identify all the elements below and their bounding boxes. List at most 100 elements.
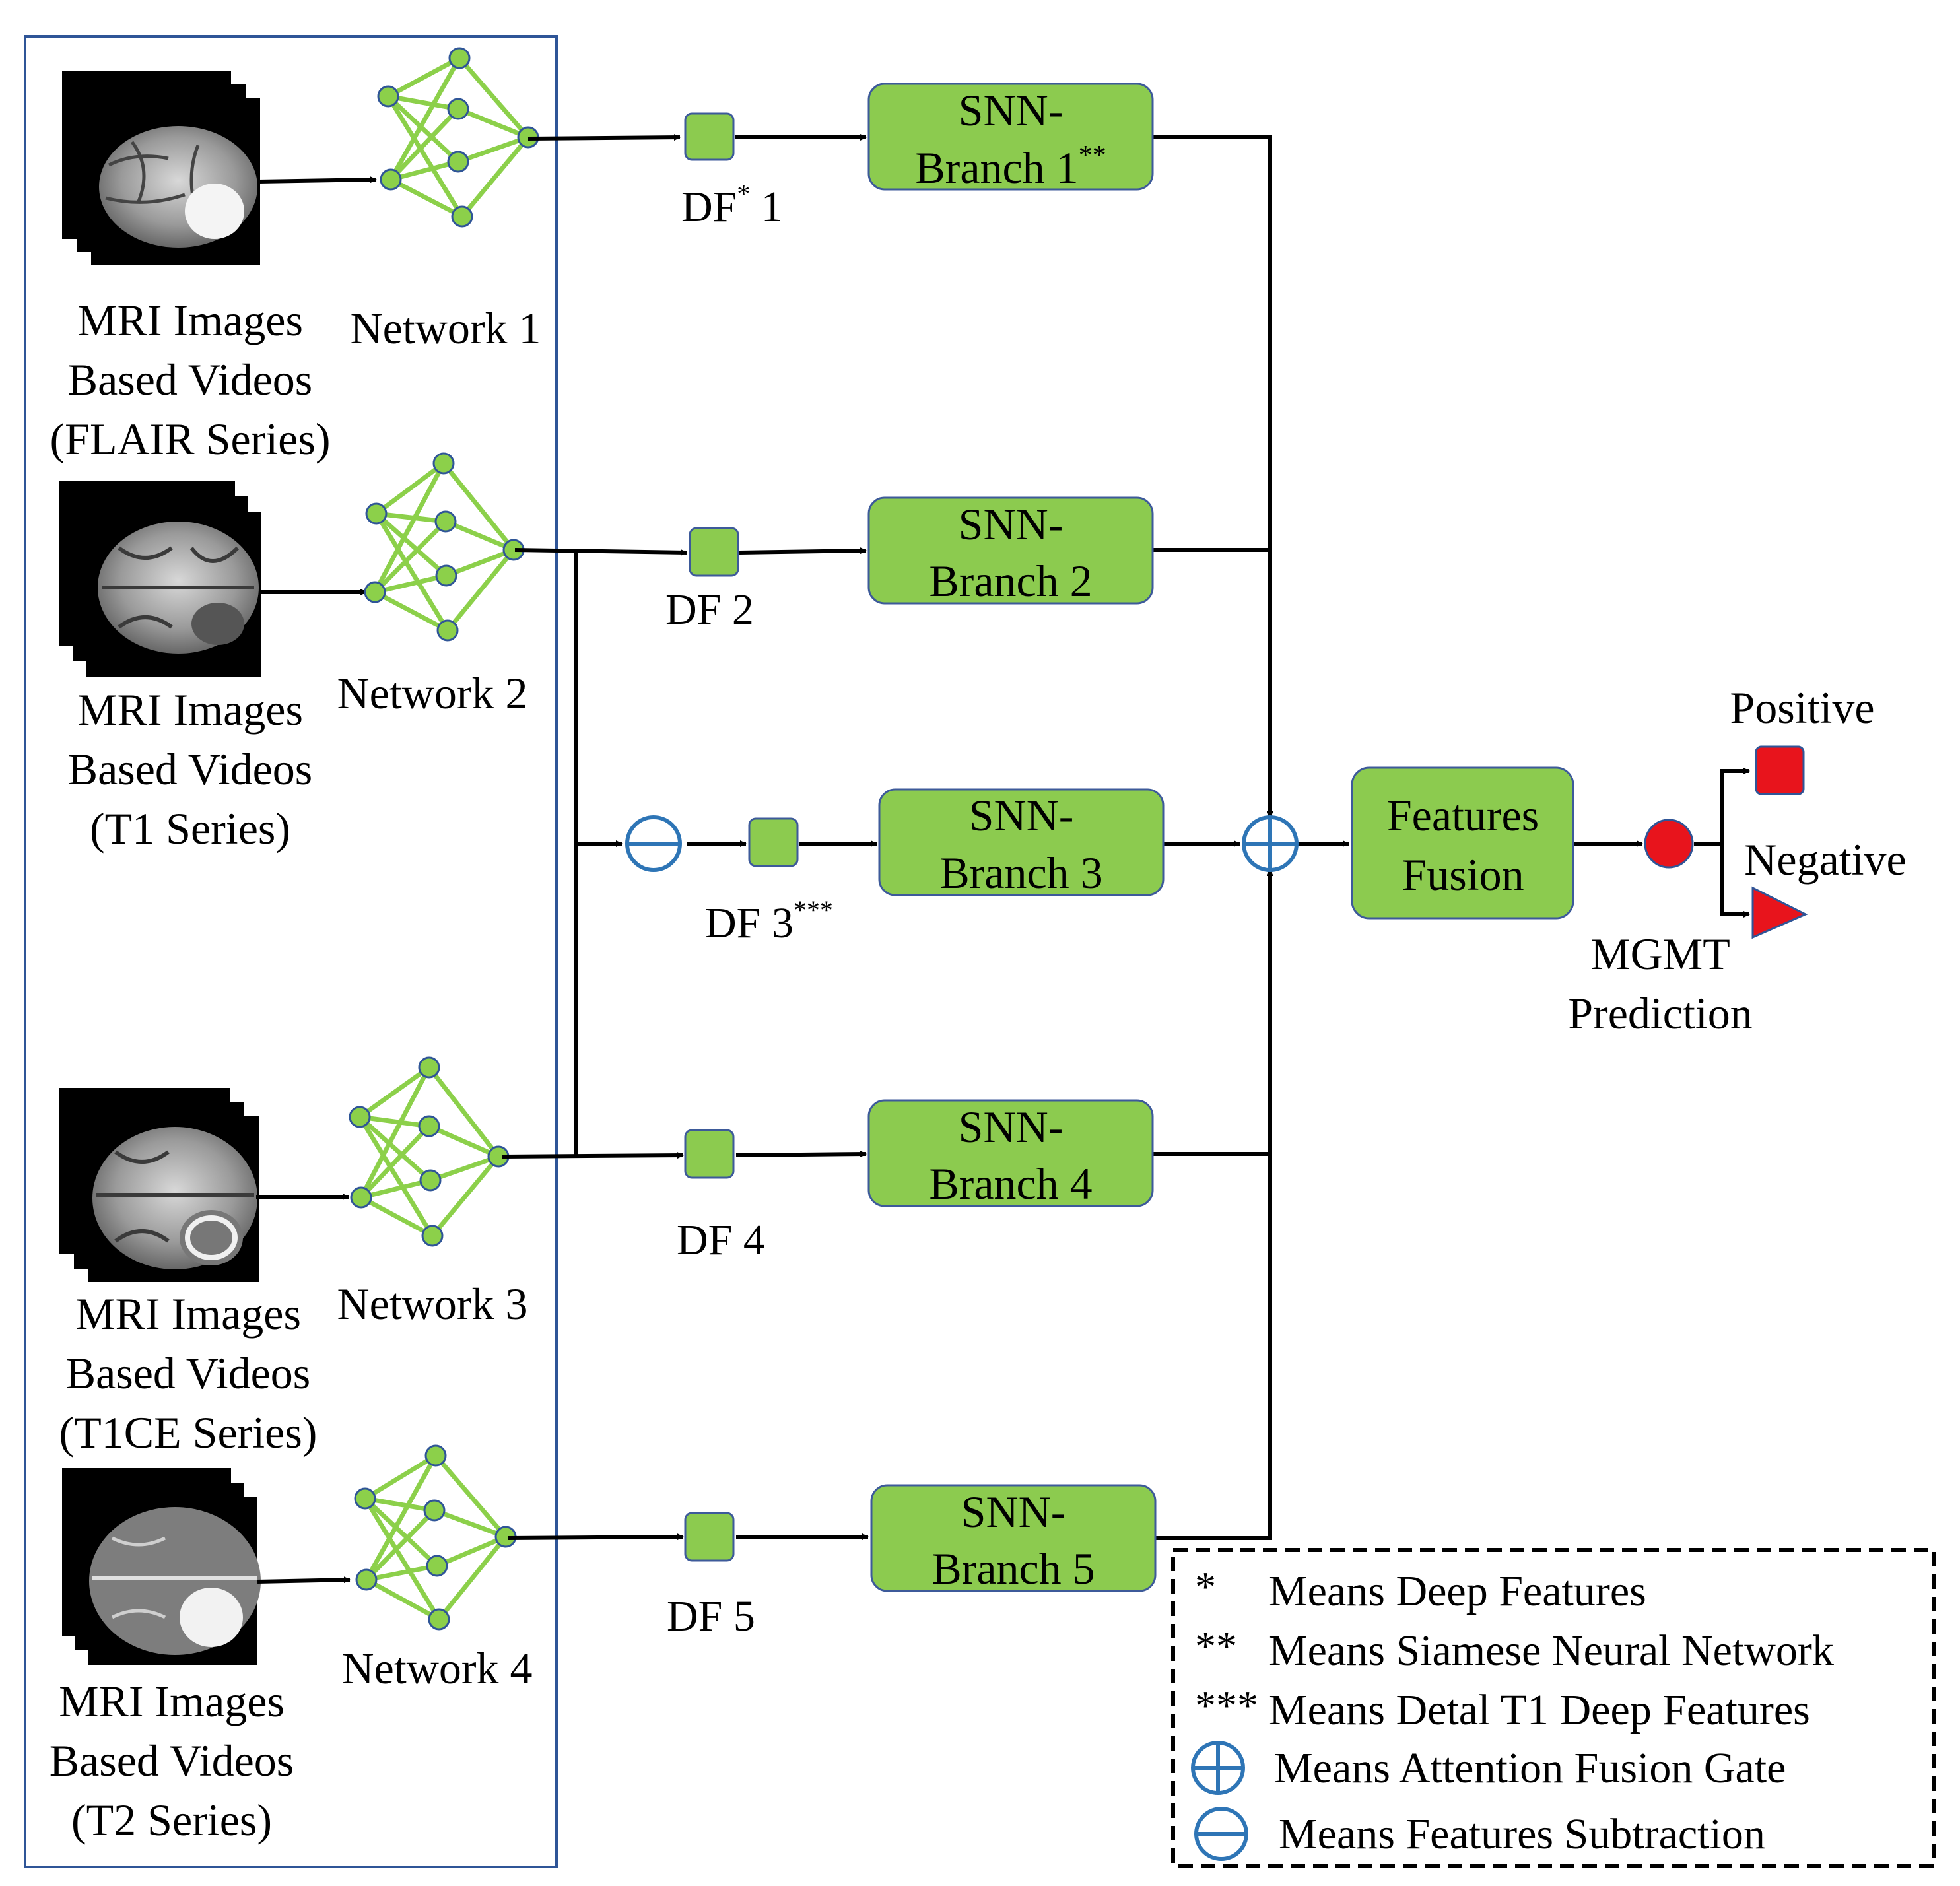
network-node [377, 85, 399, 108]
prediction-node [1644, 819, 1694, 869]
legend: * Means Deep Features ** Means Siamese N… [1171, 1548, 1936, 1868]
negative-triangle [1751, 886, 1808, 939]
svg-text:Branch 1**: Branch 1** [915, 141, 1106, 193]
svg-text:Based Videos: Based Videos [68, 354, 313, 405]
image-to-network-arrows [256, 176, 377, 1584]
network-node [419, 1169, 442, 1192]
positive-label: Positive [1730, 683, 1874, 733]
svg-text:MRI Images: MRI Images [77, 685, 303, 735]
snn-branch-5 [870, 1484, 1157, 1592]
network-node [364, 581, 386, 603]
legend-text-5: Means Features Subtraction [1279, 1810, 1765, 1858]
network-2-label: Network 2 [337, 668, 528, 718]
snn-branch-4 [867, 1099, 1154, 1207]
svg-text:Branch 5: Branch 5 [931, 1543, 1095, 1594]
svg-text:MRI Images: MRI Images [59, 1676, 285, 1726]
network-2-icon [364, 452, 525, 642]
svg-text:Branch 4: Branch 4 [929, 1159, 1092, 1209]
negative-label: Negative [1744, 834, 1906, 885]
df5-label: DF 5 [667, 1592, 755, 1640]
df1-label: DF* 1 [681, 179, 783, 231]
network-node [428, 1608, 450, 1631]
df4-square [684, 1129, 735, 1179]
network-node [365, 502, 388, 525]
df1-square [684, 112, 735, 161]
network-1-label: Network 1 [351, 303, 541, 353]
snn-branches [867, 83, 1165, 1592]
snn-branch-2 [867, 496, 1154, 605]
legend-text-4: Means Attention Fusion Gate [1274, 1744, 1786, 1792]
svg-text:Based Videos: Based Videos [68, 744, 313, 794]
svg-text:Branch 2: Branch 2 [929, 556, 1092, 606]
network-node [350, 1186, 372, 1209]
legend-mark-1: * [1195, 1563, 1216, 1610]
network-node [349, 1106, 371, 1128]
snn-branch-3 [878, 788, 1165, 896]
network-node [432, 452, 455, 475]
df3-label: DF 3*** [705, 895, 833, 947]
networks [349, 47, 539, 1631]
attention-fusion-gate [1242, 815, 1299, 872]
legend-text-3: Means Detal T1 Deep Features [1269, 1686, 1810, 1734]
plus-circle-icon [1191, 1741, 1245, 1795]
network-labels: Network 1 Network 2 Network 3 Network 4 [337, 303, 541, 1693]
network-node [435, 564, 457, 587]
positive-square [1755, 745, 1805, 795]
network-node [434, 510, 457, 533]
mri-stack-flair [62, 71, 260, 265]
legend-text-2: Means Siamese Neural Network [1269, 1627, 1834, 1675]
network-node [355, 1568, 378, 1591]
features-fusion-label-1: Features [1387, 790, 1539, 840]
network-3-label: Network 3 [337, 1279, 528, 1329]
svg-text:MRI Images: MRI Images [75, 1289, 301, 1339]
df5-square [684, 1512, 735, 1562]
prediction-label-1: MGMT [1590, 929, 1730, 979]
network-node [380, 168, 402, 191]
snn-branch-labels: SNN- Branch 1** SNN- Branch 2 SNN- Branc… [915, 85, 1106, 1594]
svg-text:Branch 3: Branch 3 [939, 848, 1102, 898]
snn-branch-1 [867, 83, 1154, 191]
network-node [451, 205, 473, 228]
network-node [448, 47, 471, 69]
network-node [423, 1499, 446, 1522]
legend-mark-3: *** [1195, 1682, 1258, 1729]
svg-text:SNN-: SNN- [969, 790, 1074, 840]
svg-text:Based Videos: Based Videos [66, 1348, 311, 1398]
prediction-label-2: Prediction [1568, 988, 1753, 1038]
network-4-label: Network 4 [342, 1643, 533, 1693]
svg-text:MRI Images: MRI Images [77, 295, 303, 345]
svg-text:SNN-: SNN- [961, 1487, 1066, 1537]
svg-text:(T2 Series): (T2 Series) [71, 1795, 272, 1845]
legend-mark-2: ** [1195, 1623, 1237, 1669]
network-node [418, 1056, 440, 1079]
df3-square [748, 817, 799, 867]
network-node [354, 1487, 376, 1510]
mri-stack-t1 [59, 481, 261, 677]
svg-text:Based Videos: Based Videos [50, 1735, 294, 1786]
svg-text:(T1 Series): (T1 Series) [90, 803, 290, 854]
mri-stack-t2 [62, 1468, 261, 1665]
network-node [421, 1225, 444, 1247]
network-node [418, 1115, 440, 1137]
subtraction-gate [625, 815, 682, 872]
network-node [436, 619, 459, 642]
svg-text:SNN-: SNN- [959, 85, 1064, 135]
deep-feature-labels: DF* 1 DF 2 DF 3*** DF 4 DF 5 [665, 179, 833, 1640]
df2-label: DF 2 [665, 586, 754, 634]
svg-text:(T1CE Series): (T1CE Series) [59, 1407, 318, 1458]
features-fusion-label-2: Fusion [1402, 850, 1524, 900]
network-node [447, 151, 469, 173]
network-node [447, 98, 469, 120]
network-node [426, 1555, 448, 1577]
network-1-icon [377, 47, 539, 228]
mri-stack-t1ce [59, 1088, 259, 1282]
minus-circle-icon [1194, 1807, 1248, 1861]
svg-text:(FLAIR Series): (FLAIR Series) [50, 414, 331, 464]
svg-text:SNN-: SNN- [959, 1102, 1064, 1152]
deep-feature-nodes [684, 112, 799, 1562]
network-3-icon [349, 1056, 510, 1247]
features-fusion-box [1351, 766, 1574, 920]
network-node [424, 1444, 447, 1467]
legend-text-1: Means Deep Features [1269, 1567, 1646, 1615]
